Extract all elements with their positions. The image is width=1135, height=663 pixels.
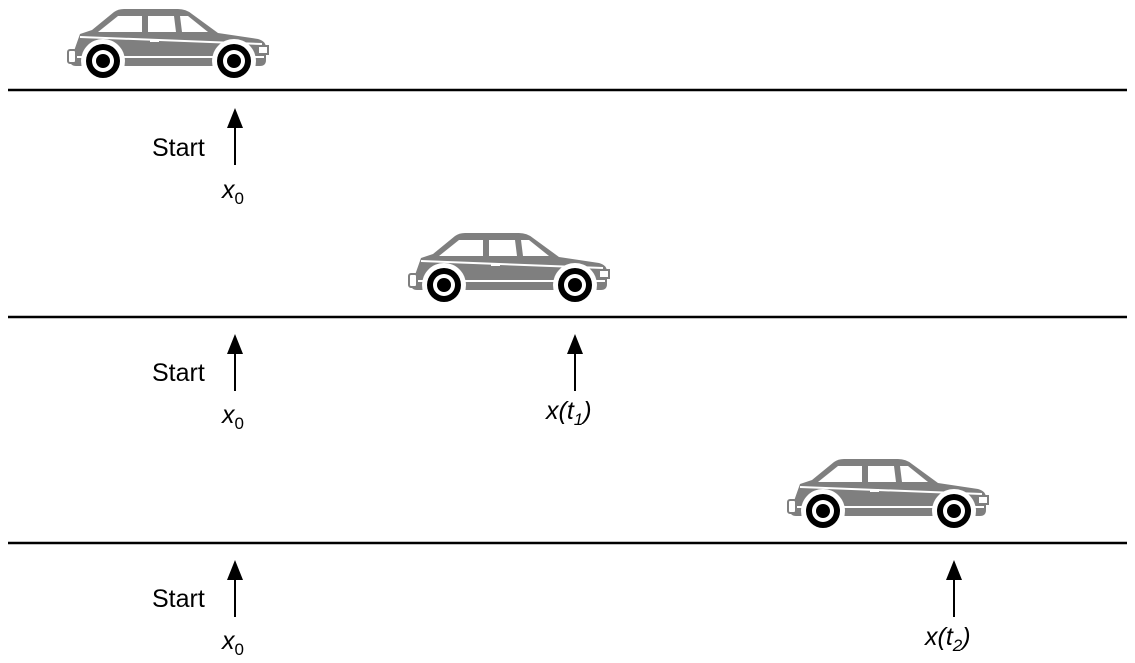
up-arrow-icon xyxy=(567,334,583,391)
car-icon xyxy=(787,458,989,534)
up-arrow-icon xyxy=(227,108,243,165)
position-label-x0: x0 xyxy=(221,176,244,208)
start-label: Start xyxy=(152,134,205,162)
panel-2: Start x0 x(t1) xyxy=(8,232,1127,433)
start-label: Start xyxy=(152,359,205,387)
car-icon xyxy=(67,8,269,84)
car-icon xyxy=(408,232,610,308)
up-arrow-icon xyxy=(227,334,243,391)
position-label-x-t2: x(t2) xyxy=(924,623,971,655)
up-arrow-icon xyxy=(227,560,243,617)
start-label: Start xyxy=(152,585,205,613)
up-arrow-icon xyxy=(946,560,962,617)
panel-1: Start x0 xyxy=(8,8,1127,208)
position-label-x0: x0 xyxy=(221,401,244,433)
panel-3: Start x0 x(t2) xyxy=(8,458,1127,659)
position-label-x0: x0 xyxy=(221,627,244,659)
position-label-x-t1: x(t1) xyxy=(545,397,592,429)
